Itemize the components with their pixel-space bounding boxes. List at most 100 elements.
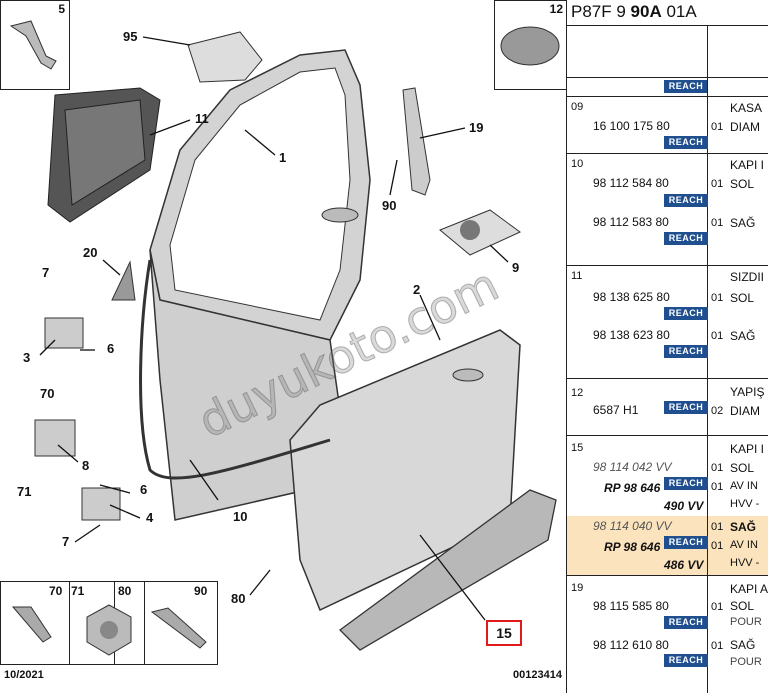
row-title: SIZDII bbox=[730, 270, 765, 284]
callout: 19 bbox=[469, 120, 484, 135]
part-desc: SAĞ bbox=[730, 638, 756, 652]
callout: 9 bbox=[512, 260, 520, 275]
part-desc: DIAM bbox=[730, 120, 760, 134]
callout: 11 bbox=[195, 111, 209, 126]
parts-row-10: 10 KAPI I 98 112 584 80 01 SOL REACH 98 … bbox=[567, 153, 768, 266]
part-number[interactable]: 6587 H1 bbox=[593, 403, 639, 417]
part-desc: AV IN bbox=[730, 480, 758, 492]
part-number[interactable]: 98 114 042 VV bbox=[593, 460, 672, 474]
quantity: 01 bbox=[711, 601, 724, 613]
part-desc: SOL bbox=[730, 599, 755, 613]
part-number[interactable]: 98 115 585 80 bbox=[593, 599, 669, 613]
quantity: 01 bbox=[711, 462, 724, 474]
reach-badge[interactable]: REACH bbox=[664, 194, 708, 207]
part-number[interactable]: 16 100 175 80 bbox=[593, 119, 670, 133]
row-title: KAPI I bbox=[730, 442, 765, 456]
part-number[interactable]: 98 112 583 80 bbox=[593, 215, 669, 229]
ref-suffix: 01A bbox=[661, 2, 697, 21]
callout: 8 bbox=[82, 458, 90, 473]
reach-badge[interactable]: REACH bbox=[664, 345, 708, 358]
quantity: 01 bbox=[711, 521, 724, 533]
row-index: 12 bbox=[571, 387, 584, 399]
ref-bold: 90A bbox=[630, 2, 662, 21]
parts-row-09: 09 KASA 16 100 175 80 01 DIAM REACH bbox=[567, 96, 768, 154]
reach-badge[interactable]: REACH bbox=[664, 232, 708, 245]
row-title: KASA bbox=[730, 101, 763, 115]
callout: 6 bbox=[140, 482, 148, 497]
callout: 4 bbox=[146, 510, 154, 525]
callout: 2 bbox=[413, 282, 421, 297]
stud-icon bbox=[9, 20, 57, 70]
reach-badge[interactable]: REACH bbox=[664, 136, 708, 149]
sub-part[interactable]: RP 98 646 bbox=[604, 481, 661, 495]
callout: 80 bbox=[231, 591, 246, 606]
quantity: 01 bbox=[711, 640, 724, 652]
row-index: 09 bbox=[571, 101, 584, 113]
parts-row-15: 15 KAPI I 98 114 042 VV 01 SOL RP 98 646… bbox=[567, 435, 768, 576]
adhesive-pad-icon bbox=[500, 26, 560, 66]
fastener-cell-80: 80 bbox=[114, 582, 145, 664]
quantity: 01 bbox=[711, 330, 724, 342]
part-number[interactable]: 98 112 584 80 bbox=[593, 176, 669, 190]
ref-prefix: P87F 9 bbox=[571, 2, 631, 21]
clip-icon bbox=[150, 607, 207, 649]
reach-badge[interactable]: REACH bbox=[664, 616, 708, 629]
row-title: YAPIŞ bbox=[730, 385, 765, 399]
part-number[interactable]: 98 112 610 80 bbox=[593, 638, 669, 652]
part-desc: SOL bbox=[730, 461, 755, 475]
header-row bbox=[567, 25, 768, 78]
row-index: 19 bbox=[571, 582, 584, 594]
variant-code: 486 VV bbox=[664, 558, 704, 572]
quantity: 01 bbox=[711, 292, 724, 304]
fastener-cell-70: 70 bbox=[1, 582, 70, 664]
callout: 20 bbox=[83, 245, 98, 260]
quantity: 02 bbox=[711, 405, 724, 417]
callout: 7 bbox=[42, 265, 50, 280]
reach-badge[interactable]: REACH bbox=[664, 654, 708, 667]
reach-badge[interactable]: REACH bbox=[664, 477, 708, 490]
callout: 7 bbox=[62, 534, 70, 549]
bolt-icon bbox=[11, 606, 52, 643]
quantity: 01 bbox=[711, 481, 724, 493]
quantity: 01 bbox=[711, 178, 724, 190]
fastener-label: 90 bbox=[194, 584, 208, 598]
fastener-label: 70 bbox=[49, 584, 63, 598]
row-index: 15 bbox=[571, 442, 584, 454]
callout: 6 bbox=[107, 341, 115, 356]
part-desc-2: POUR bbox=[730, 616, 762, 628]
quantity: 01 bbox=[711, 217, 724, 229]
reach-badge[interactable]: REACH bbox=[664, 307, 708, 320]
diagram-date: 10/2021 bbox=[4, 669, 44, 681]
row-index: 11 bbox=[571, 270, 583, 282]
row-index: 10 bbox=[571, 158, 584, 170]
parts-list-panel: P87F 9 90A 01A REACH 09 KASA 16 100 175 … bbox=[566, 0, 768, 693]
callout: 71 bbox=[17, 484, 32, 499]
parts-row-11: 11 SIZDII 98 138 625 80 01 SOL REACH 98 … bbox=[567, 265, 768, 379]
part-number[interactable]: 98 138 623 80 bbox=[593, 328, 670, 342]
part-desc: SAĞ bbox=[730, 329, 756, 343]
reach-badge[interactable]: REACH bbox=[664, 401, 708, 414]
detail-box-number: 5 bbox=[58, 2, 65, 16]
reach-badge[interactable]: REACH bbox=[664, 80, 708, 93]
reach-header-row: REACH bbox=[567, 77, 768, 97]
fastener-box: 70 71 80 90 bbox=[0, 581, 218, 665]
callout: 1 bbox=[279, 150, 287, 165]
nut-icon bbox=[86, 604, 132, 656]
detail-box-5: 5 bbox=[0, 0, 70, 90]
part-number[interactable]: 98 138 625 80 bbox=[593, 290, 670, 304]
part-desc: SAĞ bbox=[730, 216, 756, 230]
quantity: 01 bbox=[711, 540, 724, 552]
diagram-doc-id: 00123414 bbox=[513, 669, 562, 681]
reference-code: P87F 9 90A 01A bbox=[571, 2, 697, 22]
reach-badge[interactable]: REACH bbox=[664, 536, 708, 549]
part-desc: DIAM bbox=[730, 404, 760, 418]
door-illustration bbox=[34, 31, 557, 651]
part-desc: SAĞ bbox=[730, 520, 757, 534]
variant-desc: HVV - bbox=[730, 557, 760, 569]
variant-code: 490 VV bbox=[664, 499, 704, 513]
part-number[interactable]: 98 114 040 VV bbox=[593, 519, 672, 533]
part-desc: SOL bbox=[730, 177, 755, 191]
parts-row-12: 12 YAPIŞ 6587 H1 REACH 02 DIAM bbox=[567, 378, 768, 436]
callout: 70 bbox=[40, 386, 55, 401]
sub-part[interactable]: RP 98 646 bbox=[604, 540, 661, 554]
